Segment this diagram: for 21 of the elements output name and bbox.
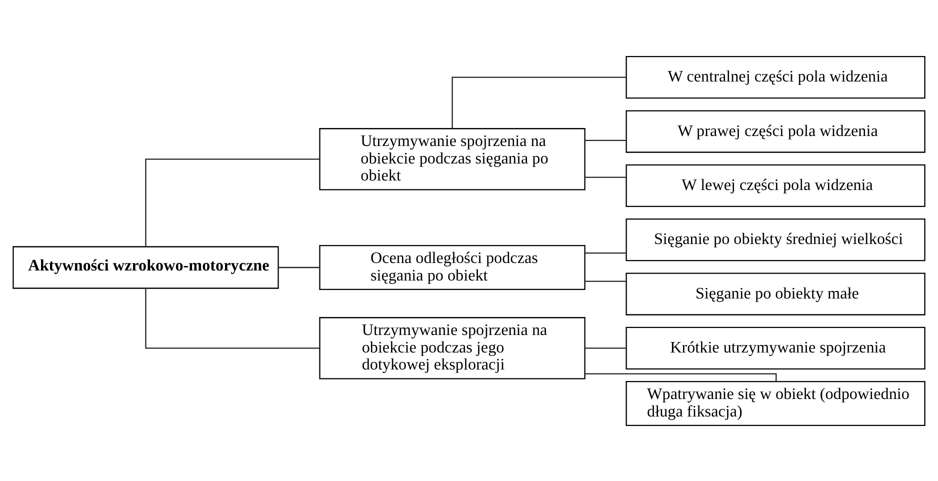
node-box: Wpatrywanie się w obiekt (odpowiednio długa fiksacja) <box>626 380 926 426</box>
connector <box>452 76 626 128</box>
connector <box>278 266 320 268</box>
node-box: Aktywności wzrokowo-motoryczne <box>12 246 279 288</box>
node-box: Ocena odległości podczas sięgania po obiekt <box>319 244 586 290</box>
connector <box>585 347 626 348</box>
node-box: W lewej części pola widzenia <box>626 164 926 206</box>
node-box: Utrzymywanie spojrzenia na obiekcie podczas sięgania po obiekt <box>319 128 586 190</box>
connector <box>585 176 626 178</box>
connector <box>145 158 320 246</box>
node-box: Utrzymywanie spojrzenia na obiekcie podczas jego dotykowej eksploracji <box>319 316 586 379</box>
node-box: Sięganie po obiekty małe <box>626 272 926 315</box>
node-box: Sięganie po obiekty średniej wielkości <box>626 218 926 261</box>
connector <box>584 372 777 381</box>
connector <box>585 280 626 282</box>
node-box: W prawej części pola widzenia <box>626 110 926 152</box>
connector <box>145 288 320 348</box>
node-box: W centralnej części pola widzenia <box>626 56 926 98</box>
node-box: Krótkie utrzymywanie spojrzenia <box>626 326 926 369</box>
connector <box>585 252 626 254</box>
connector <box>585 139 626 141</box>
